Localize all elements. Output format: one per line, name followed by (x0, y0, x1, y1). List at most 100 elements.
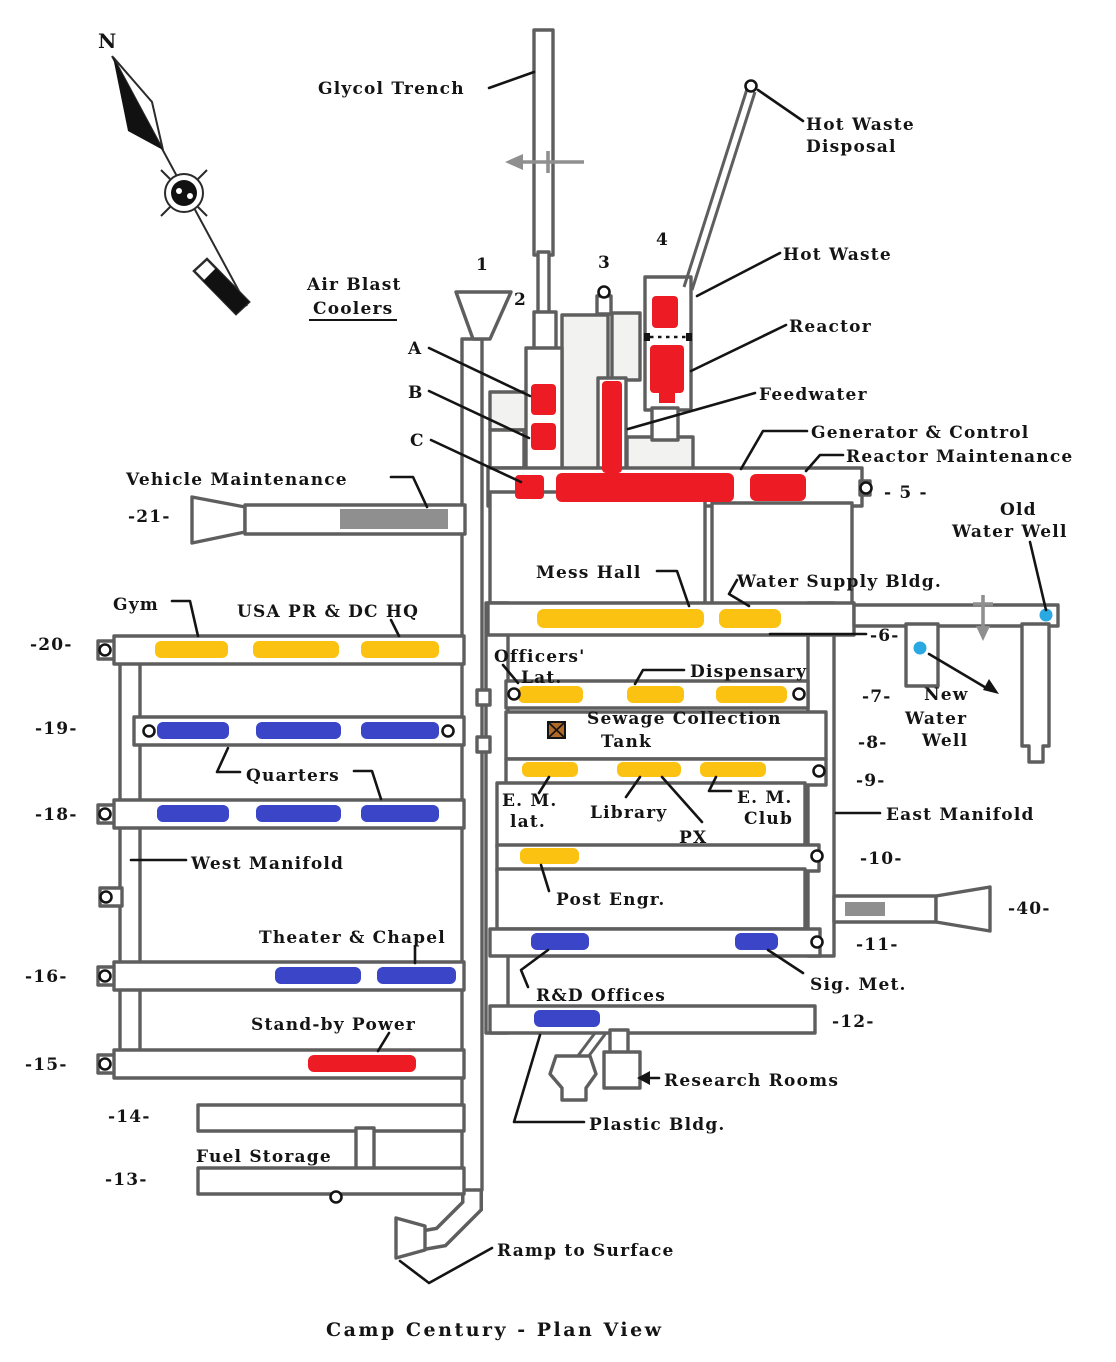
ramp-to-surface-trench (394, 1178, 483, 1260)
label-vehicle-maintenance: Vehicle Maintenance (125, 470, 348, 490)
label-t19: -19- (35, 719, 78, 739)
reactor-notch (659, 391, 675, 403)
air-intake-funnel (454, 290, 513, 341)
ramp-portal (394, 1216, 427, 1260)
quarters-18-2 (256, 805, 341, 822)
usa-pr-dc-hq-building (361, 641, 439, 658)
label-feedwater: Feedwater (759, 385, 868, 405)
main-trench (454, 290, 513, 1192)
label-t16: -16- (25, 967, 68, 987)
glycol-trench (532, 28, 558, 354)
label-sewage-1: Sewage Collection (587, 709, 782, 729)
buildings (155, 296, 885, 1072)
label-px: PX (679, 828, 707, 848)
label-num1: 1 (476, 255, 489, 275)
research-rooms-shapes (548, 1028, 642, 1102)
rd-offices-building (531, 933, 589, 950)
plastic-building-room (548, 1054, 598, 1102)
trench40-building (845, 902, 885, 916)
post-engineer-building (520, 848, 579, 864)
label-a: A (407, 339, 422, 359)
water-supply-room (710, 501, 854, 607)
sewage-tank-symbol (547, 721, 566, 739)
flow-arrow-glycol (505, 151, 584, 173)
label-dispensary: Dispensary (690, 662, 807, 682)
new-water-well-dot (913, 641, 927, 655)
dispensary-building (627, 686, 684, 703)
em-club-building (700, 762, 766, 777)
label-west-manifold: West Manifold (190, 854, 344, 874)
label-t12: -12- (832, 1012, 875, 1032)
trench-14 (196, 1103, 466, 1133)
old-water-well-shaft (1020, 622, 1051, 764)
page-title: Camp Century - Plan View (326, 1319, 664, 1341)
label-em-club-1: E. M. (737, 788, 793, 808)
hot-waste-disposal-trench (682, 88, 757, 291)
label-t21: -21- (128, 507, 171, 527)
theater-chapel-building-1 (275, 967, 361, 984)
label-t11: -11- (856, 935, 899, 955)
cooler-b-building (531, 423, 556, 450)
label-library: Library (590, 803, 668, 823)
trench-6-mess-hall (486, 601, 1060, 637)
cooler-c-building (515, 475, 544, 499)
quarters-19-3 (361, 722, 439, 739)
gym-building (155, 641, 228, 658)
sig-met-building (735, 933, 778, 950)
reactor-cluster (488, 88, 757, 476)
label-reactor-maintenance: Reactor Maintenance (846, 447, 1073, 467)
feedwater-building (602, 381, 622, 473)
west-manifold-trench (98, 648, 142, 1066)
label-water-supply: Water Supply Bldg. (736, 572, 942, 592)
mess-hall-building (537, 609, 704, 628)
label-t18: -18- (35, 805, 78, 825)
research-room (602, 1050, 642, 1090)
generator-control-building (556, 473, 734, 502)
text-labels: N Glycol Trench Hot Waste Disposal Hot W… (25, 29, 1073, 1341)
plastic-bldg-building (534, 1010, 600, 1027)
trench7-building-3 (716, 686, 787, 703)
label-air-blast-2: Coolers (313, 299, 393, 319)
label-num4: 4 (656, 230, 669, 250)
label-plastic-bldg: Plastic Bldg. (589, 1115, 726, 1135)
quarters-18-1 (157, 805, 229, 822)
label-officers-lat-2: Lat. (521, 668, 563, 688)
label-num2: 2 (514, 290, 527, 310)
label-em-lat-2: lat. (510, 812, 546, 832)
label-theater-chapel: Theater & Chapel (259, 928, 446, 948)
quarters-19-1 (157, 722, 229, 739)
trench20-building-2 (253, 641, 339, 658)
vent-circles (98, 79, 873, 1204)
label-t5: - 5 - (884, 483, 928, 503)
trench-13-14-connector (354, 1126, 376, 1172)
label-t7: -7- (862, 687, 892, 707)
central-rooms (488, 490, 854, 607)
cooler-a-building (531, 384, 556, 415)
library-px-building (617, 762, 681, 777)
room-9-10 (495, 781, 807, 849)
water-supply-building (719, 609, 781, 628)
label-research-rooms: Research Rooms (664, 1071, 839, 1091)
label-sig-met: Sig. Met. (810, 975, 907, 995)
label-t20: -20- (30, 635, 73, 655)
label-t8: -8- (858, 733, 888, 753)
label-t15: -15- (25, 1055, 68, 1075)
label-hot-waste-disposal-2: Disposal (806, 137, 897, 157)
label-t10: -10- (860, 849, 903, 869)
stand-by-power-building (308, 1055, 416, 1072)
label-reactor: Reactor (789, 317, 872, 337)
label-t9: -9- (856, 771, 886, 791)
label-old-water-well-1: Old (1000, 500, 1037, 520)
theater-chapel-building-2 (377, 967, 456, 984)
label-air-blast-1: Air Blast (306, 275, 402, 295)
label-t13: -13- (105, 1170, 148, 1190)
label-gym: Gym (113, 595, 159, 615)
mess-hall-room (488, 490, 707, 607)
label-new-water-well-2: Water (904, 709, 967, 729)
leader-lines (129, 70, 1048, 1285)
label-hot-waste-disposal-1: Hot Waste (806, 115, 915, 135)
label-glycol-trench: Glycol Trench (318, 79, 465, 99)
label-c: C (410, 431, 425, 451)
